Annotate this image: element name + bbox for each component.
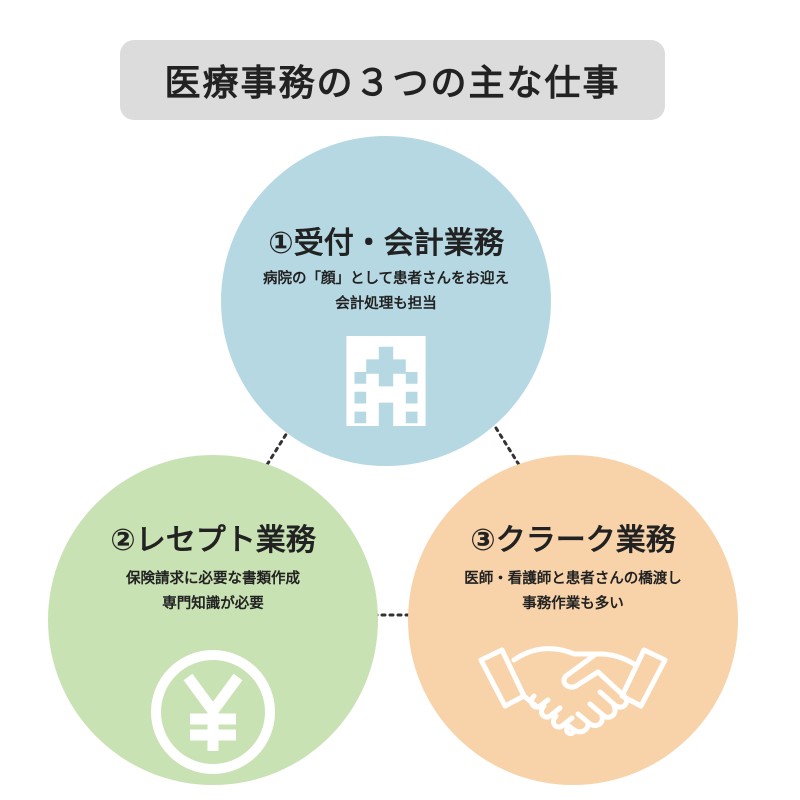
circle-clerk: ③クラーク業務 医師・看護師と患者さんの橋渡し 事務作業も多い <box>408 455 738 785</box>
circle-description: 医師・看護師と患者さんの橋渡し 事務作業も多い <box>408 567 738 617</box>
description-line: 病院の「顔」として患者さんをお迎え <box>262 271 510 287</box>
handshake-icon <box>478 646 668 737</box>
page-title: 医療事務の３つの主な仕事 <box>164 63 621 104</box>
circle-description: 病院の「顔」として患者さんをお迎え 会計処理も担当 <box>221 267 551 317</box>
description-line: 医師・看護師と患者さんの橋渡し <box>464 571 682 587</box>
title-box: 医療事務の３つの主な仕事 <box>120 40 665 120</box>
description-line: 会計処理も担当 <box>335 296 437 312</box>
connector-reception-clerk <box>494 426 523 470</box>
yen-coin-icon <box>151 650 275 774</box>
circle-description: 保険請求に必要な書類作成 専門知識が必要 <box>48 567 378 617</box>
circle-reception-accounting: ①受付・会計業務 病院の「顔」として患者さんをお迎え 会計処理も担当 <box>221 136 551 466</box>
description-line: 事務作業も多い <box>522 596 624 612</box>
description-line: 専門知識が必要 <box>162 596 264 612</box>
circle-receipt-billing: ②レセプト業務 保険請求に必要な書類作成 専門知識が必要 <box>48 455 378 785</box>
hospital-icon <box>346 336 426 426</box>
circle-heading: ②レセプト業務 <box>110 523 316 558</box>
description-line: 保険請求に必要な書類作成 <box>126 571 300 587</box>
connector-reception-receipt <box>263 426 292 470</box>
circle-heading: ①受付・会計業務 <box>268 226 504 261</box>
circle-heading: ③クラーク業務 <box>470 523 676 558</box>
